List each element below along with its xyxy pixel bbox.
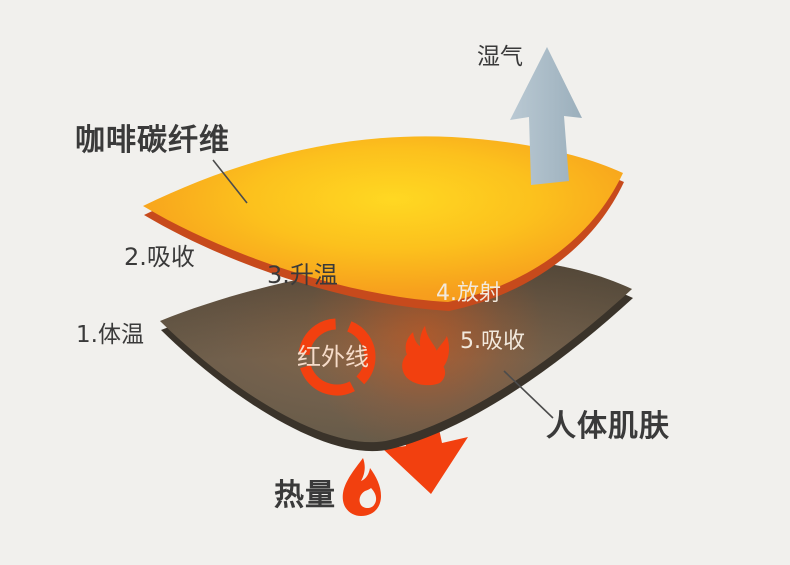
moisture-arrow-up — [510, 47, 582, 185]
fabric-pointer-line — [212, 159, 248, 204]
infrared-label: 红外线 — [297, 343, 369, 371]
step5-label: 5.吸收 — [460, 329, 525, 354]
step3-label: 3.升温 — [267, 261, 338, 289]
skin-layer — [160, 258, 633, 452]
skin-layer-label: 人体肌肤 — [546, 409, 670, 444]
infrared-ring — [298, 318, 376, 396]
heat-label: 热量 — [274, 478, 336, 513]
moisture-label: 湿气 — [477, 44, 523, 70]
skin-pointer-line — [503, 370, 554, 419]
fabric-layer — [143, 136, 624, 311]
fabric-layer-surface — [143, 136, 623, 302]
skin-layer-heat-glow — [160, 258, 632, 443]
step2-label: 2.吸收 — [124, 243, 195, 271]
infrared-flame-icon — [402, 325, 450, 386]
fabric-layer-label: 咖啡碳纤维 — [75, 123, 230, 158]
step1-label: 1.体温 — [76, 322, 144, 348]
heat-flame-icon — [342, 458, 381, 516]
step4-label: 4.放射 — [436, 281, 501, 306]
